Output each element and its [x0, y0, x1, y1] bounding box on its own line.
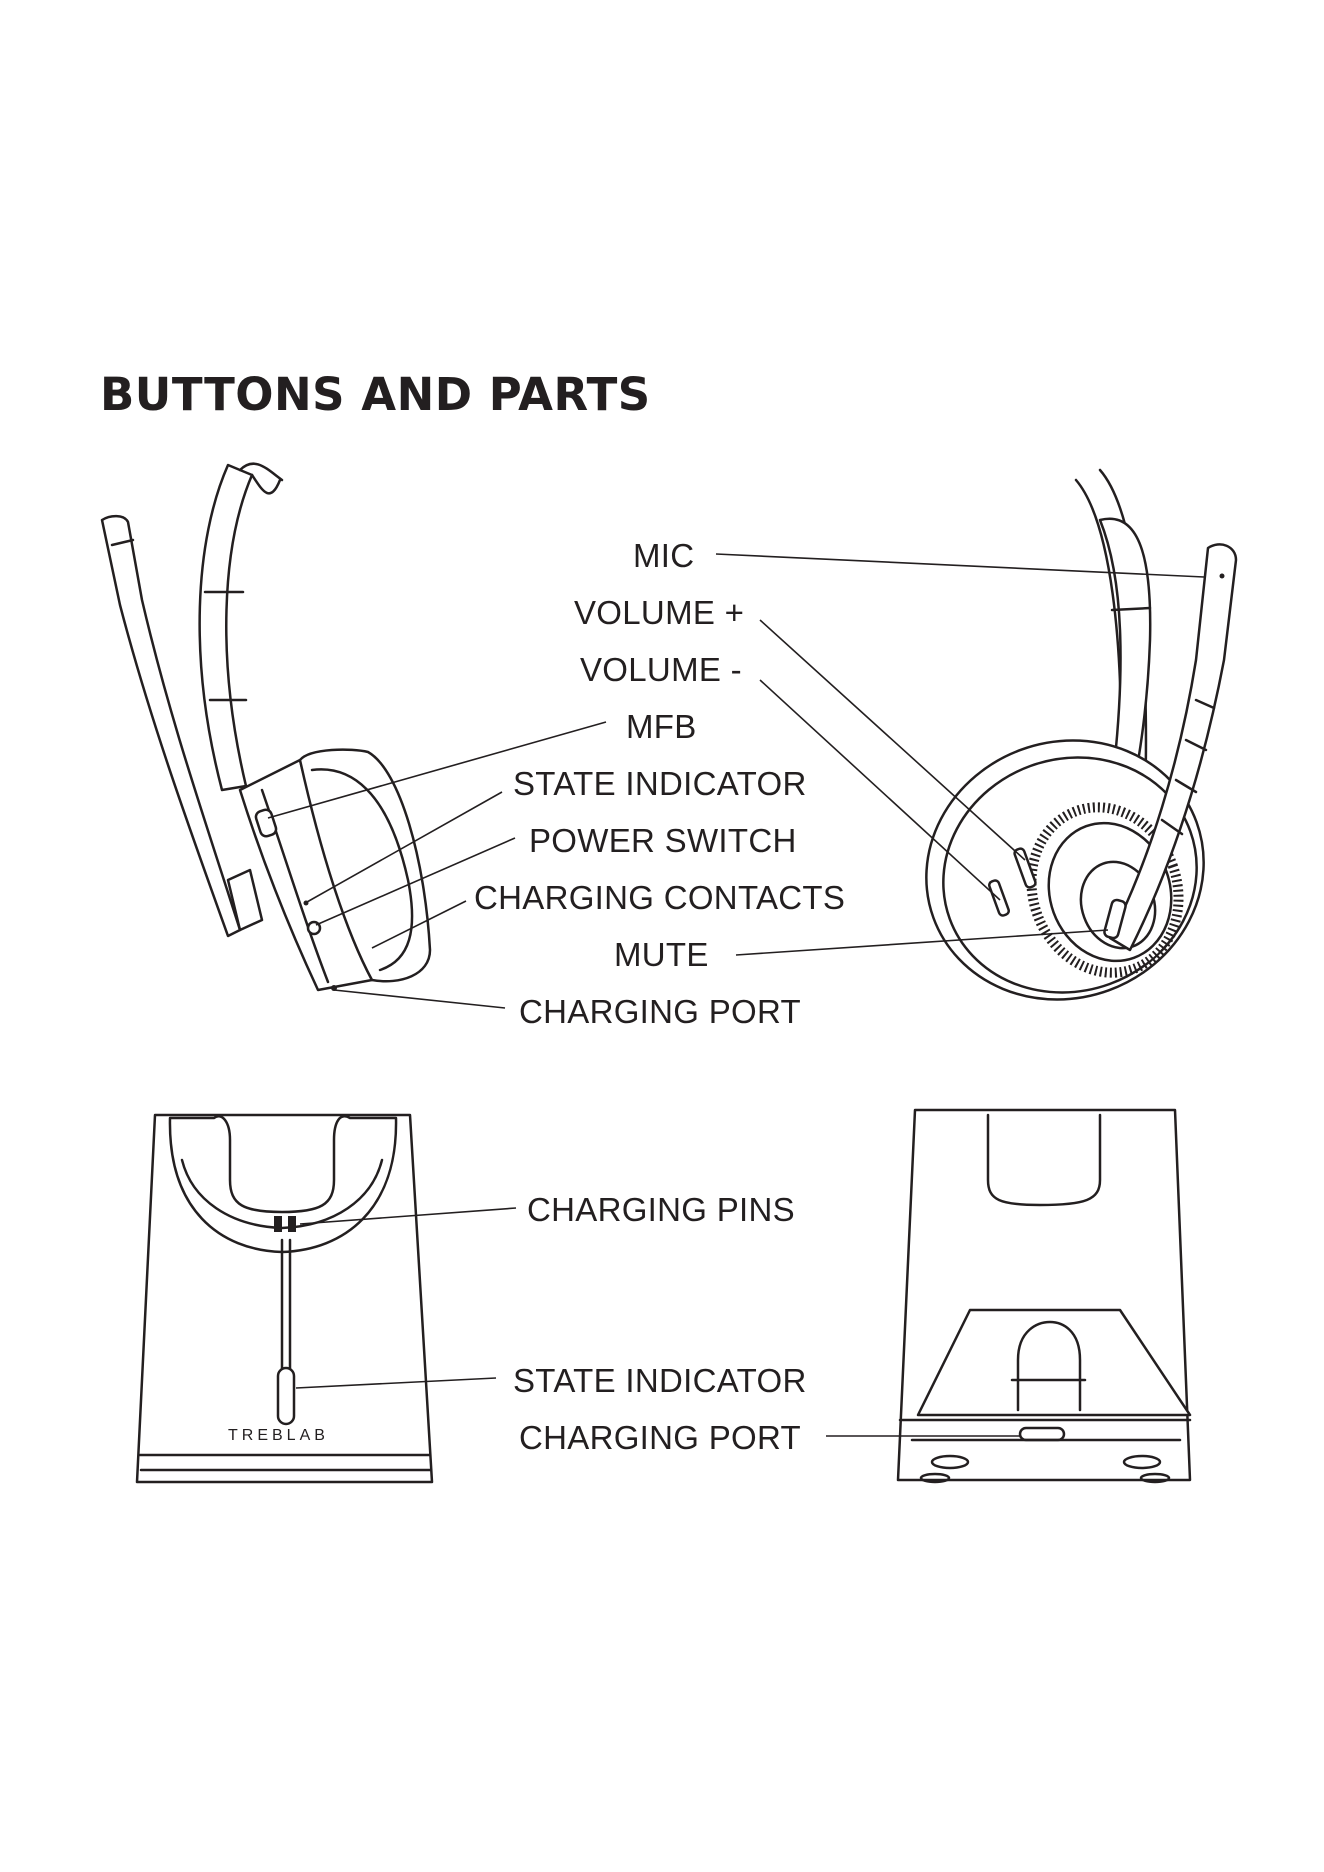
- label-stand-state-indicator: STATE INDICATOR: [513, 1364, 807, 1397]
- left-headset-drawing: [102, 464, 430, 991]
- leader-charging-port: [334, 990, 505, 1008]
- label-state-indicator: STATE INDICATOR: [513, 767, 807, 800]
- label-power-switch: POWER SWITCH: [529, 824, 797, 857]
- label-mic: MIC: [633, 539, 694, 572]
- charging-stand-back-drawing: [898, 1110, 1190, 1482]
- leader-volume-up: [760, 620, 1025, 860]
- right-headset-drawing: [890, 470, 1241, 1038]
- label-volume-up: VOLUME +: [574, 596, 744, 629]
- label-stand-charging-port: CHARGING PORT: [519, 1421, 801, 1454]
- label-mute: MUTE: [614, 938, 709, 971]
- label-volume-down: VOLUME -: [580, 653, 742, 686]
- label-charging-contacts: CHARGING CONTACTS: [474, 881, 845, 914]
- label-mfb: MFB: [626, 710, 697, 743]
- brand-logo: TREBLAB: [228, 1427, 329, 1444]
- label-charging-port: CHARGING PORT: [519, 995, 801, 1028]
- charging-stand-front-drawing: TREBLAB: [137, 1115, 432, 1482]
- label-charging-pins: CHARGING PINS: [527, 1193, 795, 1226]
